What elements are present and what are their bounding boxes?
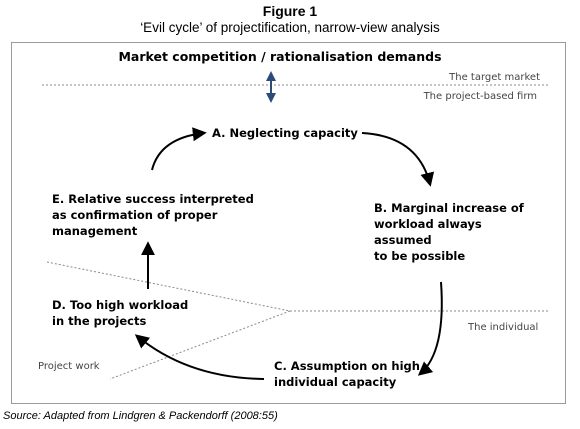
zone-label-project-based-firm: The project-based firm	[423, 91, 537, 102]
arrow-c-to-d	[134, 334, 265, 380]
node-c: C. Assumption on high individual capacit…	[274, 359, 424, 389]
diagram-header: Market competition / rationalisation dem…	[118, 49, 441, 64]
project-work-lower-line	[109, 310, 291, 380]
arrow-e-to-a	[151, 127, 207, 171]
zone-label-project-work: Project work	[38, 361, 100, 372]
node-d: D. Too high workload in the projects	[52, 298, 192, 328]
arrow-b-to-c	[417, 281, 443, 376]
project-work-upper-line	[46, 261, 291, 312]
node-e: E. Relative success interpreted as confi…	[52, 192, 258, 238]
node-b: B. Marginal increase of workload always …	[374, 201, 528, 263]
zone-label-individual: The individual	[467, 322, 538, 333]
figure-title: Figure 1	[262, 3, 318, 19]
arrow-a-to-b	[361, 132, 435, 187]
zone-label-target-market: The target market	[448, 72, 540, 83]
diagram-panel	[11, 42, 566, 404]
node-a: A. Neglecting capacity	[212, 126, 358, 140]
figure-subtitle: ‘Evil cycle’ of projectification, narrow…	[140, 20, 440, 35]
figure-source: Source: Adapted from Lindgren & Packendo…	[3, 410, 278, 422]
